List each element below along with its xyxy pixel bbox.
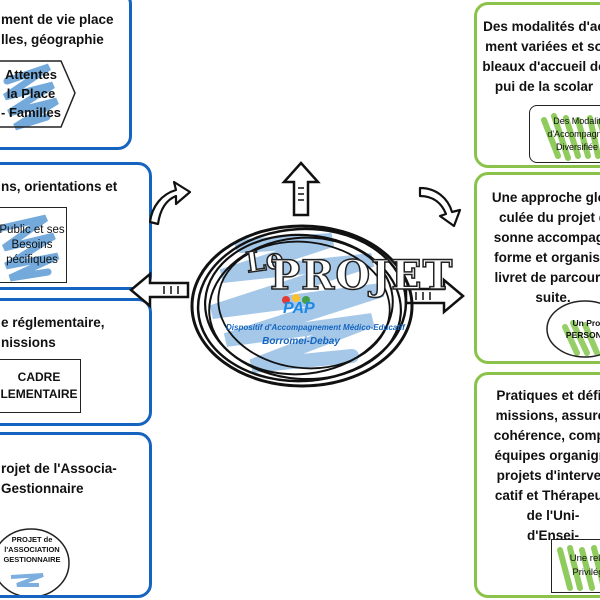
curved-arrow-upleft	[148, 180, 192, 226]
box-label-attentes: Attentes la Place - Familles	[1, 67, 61, 120]
panel-text: Une approche glob culée du projet d sonn…	[491, 190, 600, 305]
pap-logo-icon	[282, 294, 310, 304]
pap-logo-text: PAP	[283, 300, 315, 317]
personnalise-ellipse	[546, 300, 600, 358]
box-label-association: PROJET de l'ASSOCIATION GESTIONNAIRE	[3, 535, 61, 564]
right-panel-pratiques: Pratiques et défin missions, assurer coh…	[474, 372, 600, 598]
scribble-green	[541, 113, 600, 161]
scribble-green	[557, 545, 600, 591]
curved-arrow-downright	[418, 186, 462, 228]
left-panel-family: ment de vie place lles, géographie Atten…	[0, 0, 132, 150]
panel-text: Des modalités d'ac ment variées et so bl…	[482, 19, 600, 94]
title-projet: PROJET	[269, 251, 454, 300]
box-label-personnalise: Un Proje PERSONNA	[565, 318, 600, 340]
left-panel-cadre: e réglementaire, nissions CADRE LEMENTAI…	[0, 298, 152, 426]
panel-text: Pratiques et défin missions, assurer coh…	[493, 388, 600, 543]
center-subtitle: Dispositif d'Accompagnement Médico-Educa…	[226, 323, 405, 332]
box-relation: Une relat Privilégi	[551, 539, 600, 593]
right-panel-modalites: Des modalités d'ac ment variées et so bl…	[474, 2, 600, 168]
box-label-public: Public et ses Besoins pécifiques	[0, 223, 65, 266]
scribble-blue	[3, 63, 59, 131]
panel-text: ment de vie place lles, géographie	[1, 12, 114, 47]
left-arrow	[129, 271, 190, 309]
arrow-shape-box	[0, 60, 76, 128]
left-panel-association: rojet de l'Associa- Gestionnaire PROJET …	[0, 432, 152, 598]
box-modalites: Des Modalit d'Accompagne Diversifiée	[529, 105, 600, 163]
center-site: Borromei-Debay	[262, 336, 340, 347]
box-cadre: CADRE LEMENTAIRE	[0, 359, 81, 413]
left-panel-public: ns, orientations et Public et ses Besoin…	[0, 162, 152, 290]
box-label-cadre: CADRE LEMENTAIRE	[0, 370, 78, 401]
box-label-modalites: Des Modalit d'Accompagne Diversifiée	[547, 115, 600, 152]
right-panel-approche: Une approche glob culée du projet d sonn…	[474, 172, 600, 364]
panel-text: rojet de l'Associa- Gestionnaire	[1, 461, 117, 496]
association-ellipse	[0, 528, 70, 595]
panel-text: ns, orientations et	[1, 179, 118, 194]
box-public: Public et ses Besoins pécifiques	[0, 207, 67, 283]
up-arrow	[281, 161, 321, 217]
panel-text: e réglementaire, nissions	[1, 315, 105, 350]
scribble-blue	[0, 214, 60, 282]
box-label-relation: Une relat Privilégi	[569, 553, 600, 578]
